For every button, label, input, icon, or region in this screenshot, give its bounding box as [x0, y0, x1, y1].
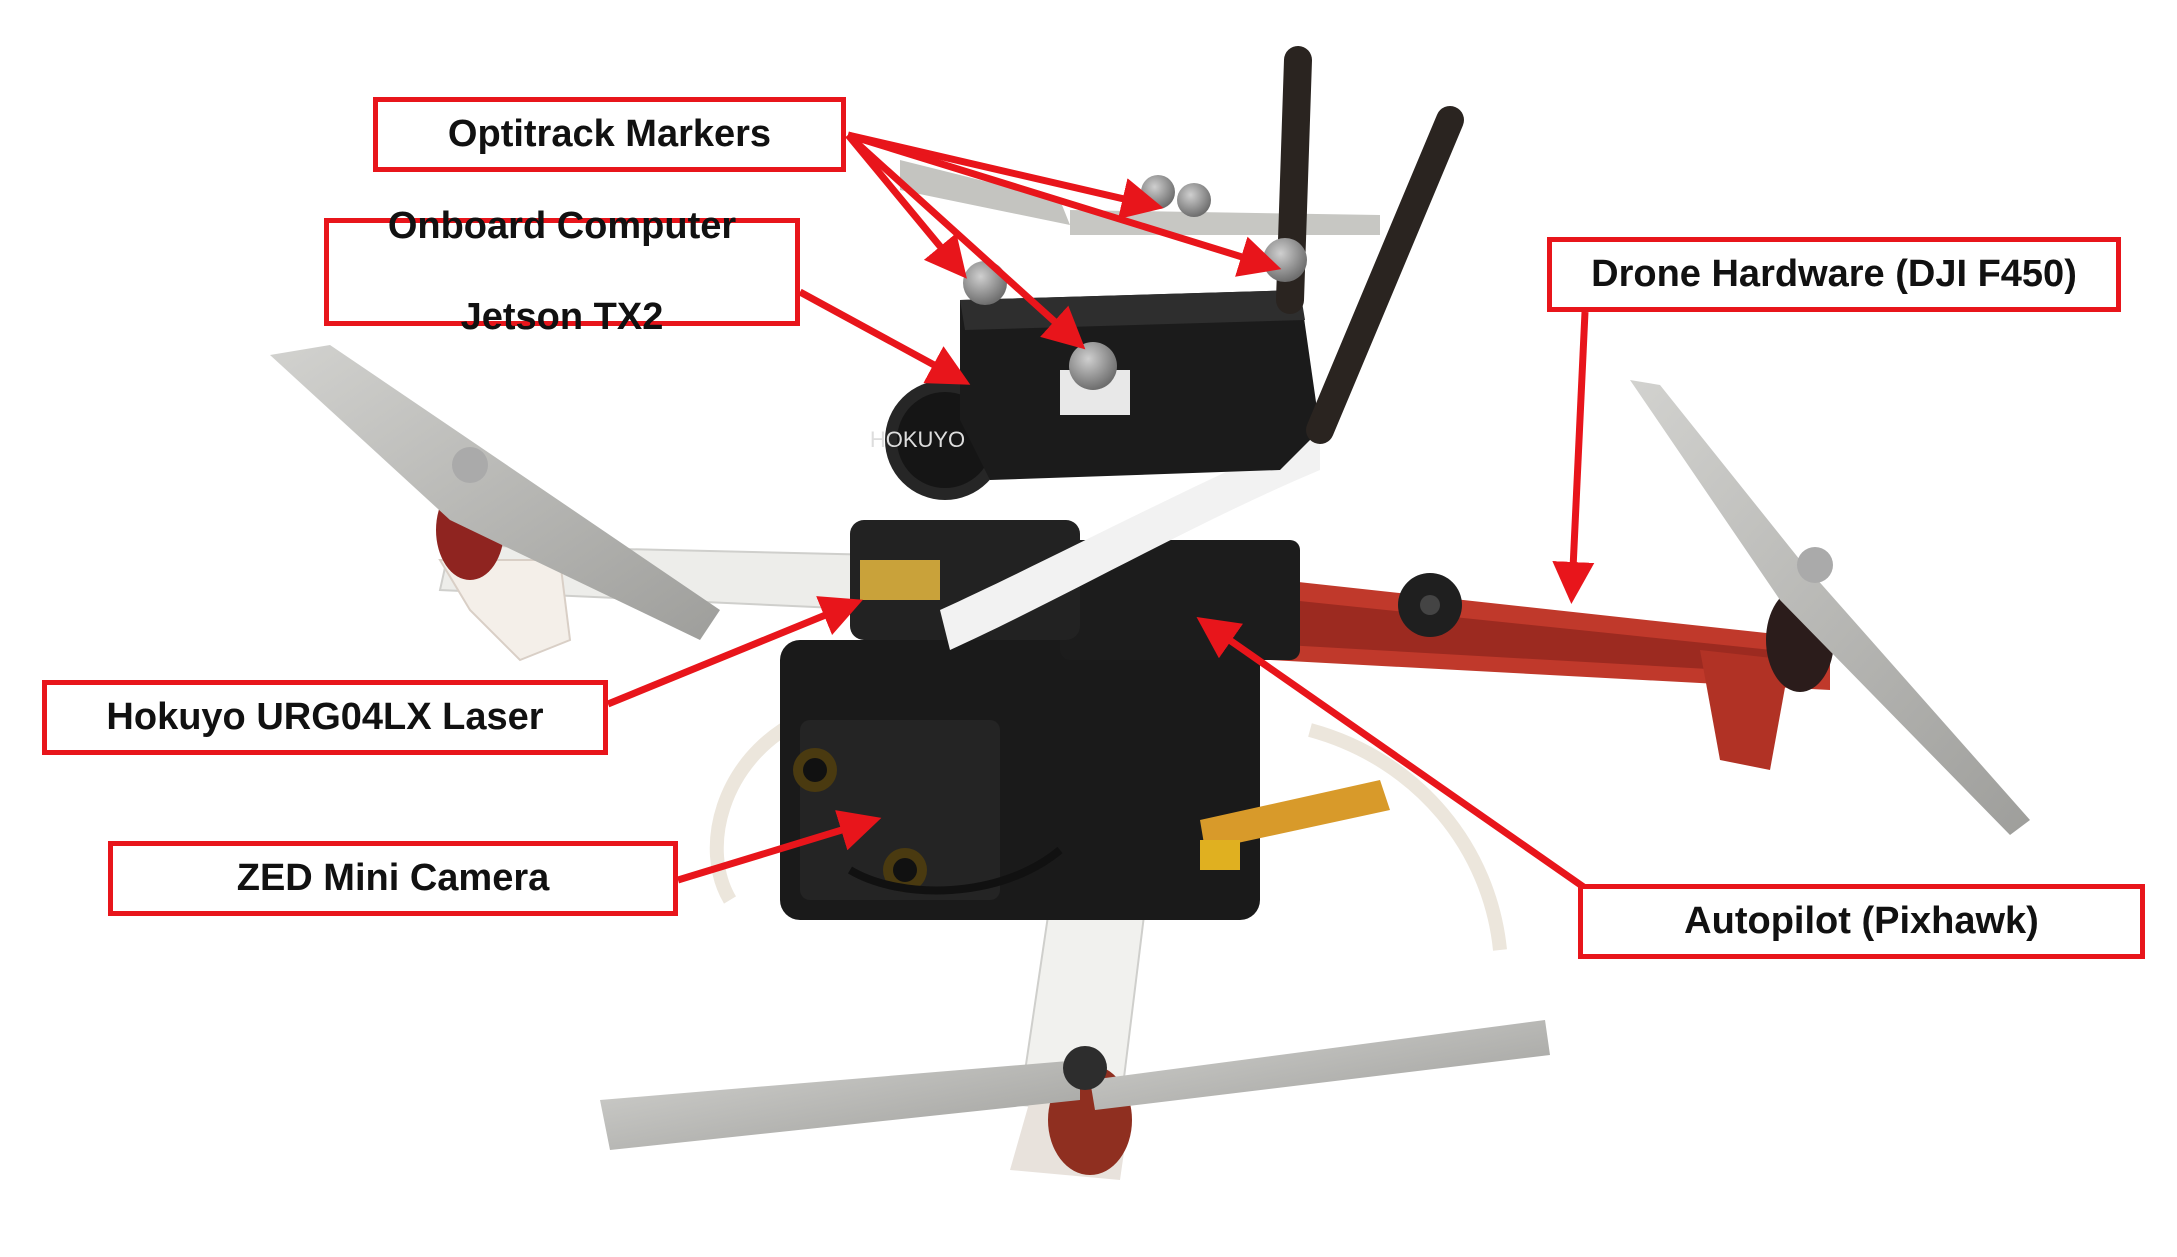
arrow-zed: [676, 810, 882, 884]
label-optitrack-markers: Optitrack Markers: [373, 97, 846, 172]
label-onboard-line1: Onboard Computer: [387, 204, 737, 247]
label-zed-text: ZED Mini Camera: [236, 856, 550, 899]
arrow-optitrack-1: [845, 132, 967, 279]
battery-and-cables: [847, 780, 1390, 895]
label-hokuyo-text: Hokuyo URG04LX Laser: [106, 695, 544, 738]
drone-body: HOKUYO URG: [780, 290, 1320, 920]
antennas: [1276, 46, 1464, 444]
arrow-optitrack-3: [847, 131, 1164, 220]
arrow-hokuyo: [606, 596, 863, 708]
arrow-drone-hardware: [1552, 311, 1595, 604]
label-drone-text: Drone Hardware (DJI F450): [1591, 252, 2077, 295]
arrow-onboard: [798, 288, 971, 385]
arrow-optitrack-2: [845, 132, 1086, 350]
propellers: [270, 160, 2030, 1150]
label-optitrack-text: Optitrack Markers: [447, 112, 772, 155]
label-autopilot-text: Autopilot (Pixhawk): [1684, 899, 2039, 942]
label-onboard-computer: Onboard Computer Jetson TX2: [324, 205, 800, 338]
annotation-arrows: [606, 131, 1595, 891]
label-zed-camera: ZED Mini Camera: [108, 841, 678, 916]
arrow-autopilot: [1196, 616, 1588, 891]
label-onboard-line2: Jetson TX2: [460, 295, 664, 338]
label-drone-hardware: Drone Hardware (DJI F450): [1547, 237, 2121, 312]
label-autopilot: Autopilot (Pixhawk): [1578, 884, 2145, 959]
arrow-optitrack-4: [846, 131, 1282, 277]
label-hokuyo-laser: Hokuyo URG04LX Laser: [42, 680, 608, 755]
red-arm-right: [1270, 573, 1830, 770]
landing-gear: [709, 713, 1507, 951]
